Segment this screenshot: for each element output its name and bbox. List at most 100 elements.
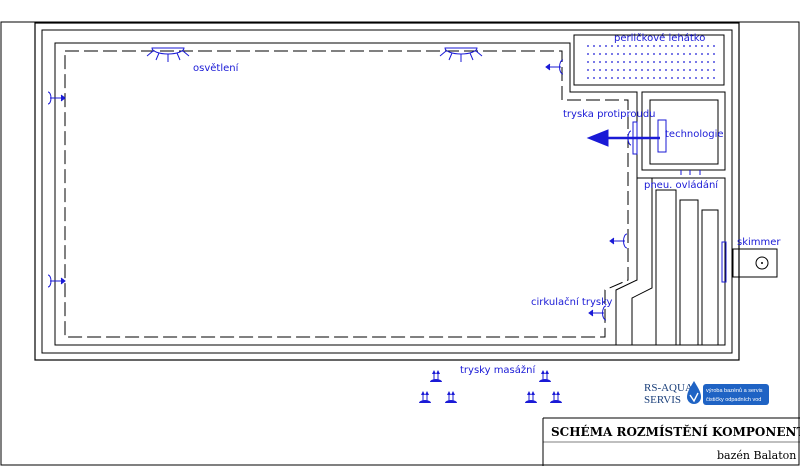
bubble-dot <box>695 53 697 55</box>
bubble-dot <box>647 61 649 63</box>
bubble-dot <box>623 53 625 55</box>
bubble-dot <box>689 77 691 79</box>
bubble-dot <box>695 77 697 79</box>
technology-hatch <box>680 170 701 175</box>
label-bubble-lounger: perličkové lehátko <box>614 32 705 44</box>
bubble-dot <box>599 45 601 47</box>
water-line <box>64 50 629 338</box>
bubble-dot <box>683 53 685 55</box>
svg-text:RS-AQUA: RS-AQUA <box>644 382 693 394</box>
bubble-dot <box>593 69 595 71</box>
bubble-dot <box>629 77 631 79</box>
massage-jet-icon <box>430 370 442 382</box>
light-icon <box>439 47 483 62</box>
bubble-dot <box>707 61 709 63</box>
bubble-dot <box>713 69 715 71</box>
bubble-dot <box>641 69 643 71</box>
bubble-dot <box>695 61 697 63</box>
bubble-dot <box>671 69 673 71</box>
light-icon <box>146 47 190 62</box>
bubble-dot <box>611 45 613 47</box>
bubble-dot <box>641 53 643 55</box>
svg-text:čističky odpadních vod: čističky odpadních vod <box>706 397 761 403</box>
bubble-dot <box>683 77 685 79</box>
bubble-dot <box>677 77 679 79</box>
bubble-dot <box>635 61 637 63</box>
bubble-dot <box>635 77 637 79</box>
bubble-dot <box>611 77 613 79</box>
logo-drop-icon <box>687 381 701 404</box>
bubble-dot <box>587 69 589 71</box>
bubble-dot <box>659 69 661 71</box>
bubble-dot <box>689 69 691 71</box>
bubble-dot <box>653 77 655 79</box>
bubble-dot <box>701 53 703 55</box>
skimmer-mouth <box>721 241 727 283</box>
pool-outer-wall <box>34 22 740 361</box>
bubble-dot <box>605 61 607 63</box>
bubble-dot <box>647 45 649 47</box>
bubble-dot <box>707 77 709 79</box>
bubble-dot <box>665 69 667 71</box>
bubble-dot <box>689 45 691 47</box>
massage-jets-group <box>419 370 562 403</box>
bubble-dot <box>623 69 625 71</box>
technology-box <box>657 119 667 153</box>
pool-stairs <box>615 178 719 345</box>
counter-current-jet-icon <box>586 121 660 155</box>
bubble-dot <box>653 61 655 63</box>
bubble-dot <box>587 77 589 79</box>
label-counter-current-jet: tryska protiproudu <box>563 109 656 120</box>
svg-text:SERVIS: SERVIS <box>644 394 681 406</box>
bubble-dot <box>587 53 589 55</box>
bubble-dot <box>713 53 715 55</box>
bubble-dot <box>695 45 697 47</box>
bubble-dot <box>659 61 661 63</box>
bubble-dot <box>599 77 601 79</box>
bubble-dot <box>653 53 655 55</box>
skimmer-box <box>732 248 778 278</box>
label-technology: technologie <box>665 129 724 140</box>
company-logo: RS-AQUA SERVIS výroba bazénů a servis či… <box>644 381 769 406</box>
label-circulation-jets: cirkulační trysky <box>531 296 613 308</box>
bubble-dot <box>629 61 631 63</box>
label-skimmer: skimmer <box>737 237 781 248</box>
bubble-dot <box>665 45 667 47</box>
bubble-dot <box>617 61 619 63</box>
bubble-dot <box>659 77 661 79</box>
svg-text:výroba bazénů a servis: výroba bazénů a servis <box>706 387 763 394</box>
logo-tagline-box <box>703 384 769 405</box>
bubble-dot <box>689 53 691 55</box>
bubble-dot <box>653 69 655 71</box>
technology-room-outer <box>641 91 726 171</box>
skimmer-center <box>761 262 763 264</box>
bubble-dot <box>671 53 673 55</box>
bubble-dot <box>629 69 631 71</box>
bubble-dot <box>605 77 607 79</box>
label-pneumatic-control: pneu. ovládání <box>644 179 719 191</box>
bubble-dot <box>641 45 643 47</box>
bubble-dot <box>635 69 637 71</box>
bubble-dot <box>677 45 679 47</box>
label-massage-jets: trysky masážní <box>460 364 536 376</box>
bubble-dot <box>635 45 637 47</box>
bubble-dot <box>701 45 703 47</box>
bubble-dot <box>617 77 619 79</box>
bubble-dot <box>695 69 697 71</box>
bubble-dot <box>623 61 625 63</box>
bubble-dot <box>701 61 703 63</box>
bubble-dot <box>713 77 715 79</box>
bubble-dot <box>593 45 595 47</box>
bubble-dot <box>665 53 667 55</box>
bubble-dot <box>671 61 673 63</box>
bubble-dot <box>587 61 589 63</box>
massage-jet-icon <box>525 391 537 403</box>
bubble-dot <box>677 69 679 71</box>
bubble-dot <box>587 45 589 47</box>
bubble-dot <box>617 45 619 47</box>
bubble-dot <box>683 45 685 47</box>
bubble-dot <box>701 77 703 79</box>
bubble-dot <box>599 61 601 63</box>
massage-jet-icon <box>445 391 457 403</box>
bubble-dot <box>605 53 607 55</box>
